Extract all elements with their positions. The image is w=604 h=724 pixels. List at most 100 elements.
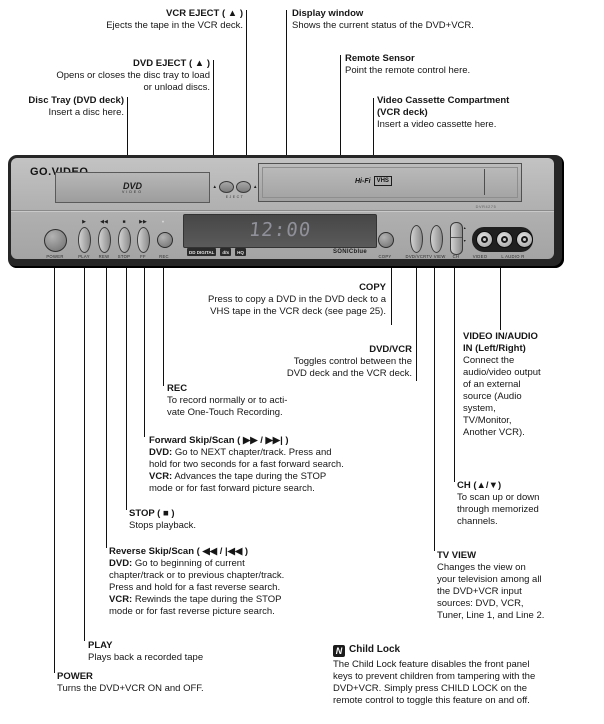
callout-stop: STOP ( ■ ) Stops playback. [129, 508, 249, 532]
clock-readout: 12:00 [247, 219, 313, 241]
rewind-button [98, 227, 111, 253]
fast-forward-symbol-icon: ▶▶ [139, 219, 147, 225]
leader-line-remote-sensor [340, 55, 341, 225]
note-body: The Child Lock feature disables the fron… [333, 659, 536, 706]
channel-down-icon: ▼ [463, 239, 467, 243]
callout-title: Display window [292, 8, 364, 19]
sonicblue-logo: SONICblue [333, 249, 368, 255]
callout-title: VCR EJECT ( ▲ ) [166, 8, 243, 19]
leader-line-disc-tray [127, 97, 128, 156]
callout-title: VIDEO IN/AUDIO IN (Left/Right) [463, 331, 538, 354]
callout-title: STOP ( ■ ) [129, 508, 175, 519]
callout-copy: COPY Press to copy a DVD in the DVD deck… [180, 282, 386, 318]
audio-right-jack [516, 231, 533, 248]
play-symbol-icon: ▶ [82, 219, 86, 225]
callout-body: Ejects the tape in the VCR deck. [106, 20, 243, 31]
callout-body: To record normally or to acti- vate One-… [167, 395, 288, 418]
note-title: Child Lock [349, 644, 401, 655]
callout-display-window: Display window Shows the current status … [292, 8, 522, 32]
copy-button-label: COPY [378, 254, 392, 259]
av-input-jacks [472, 227, 533, 252]
tv-view-button-label: TV VIEW [426, 254, 446, 259]
hq-badge: HQ [235, 248, 246, 256]
callout-title: Reverse Skip/Scan ( ◀◀ / |◀◀ ) [109, 546, 249, 557]
child-lock-note: N Child Lock The Child Lock feature disab… [333, 644, 599, 707]
note-icon: N [333, 645, 345, 657]
play-button-label: PLAY [78, 254, 90, 259]
cassette-slot-line [484, 169, 485, 195]
video-in-jack [476, 231, 493, 248]
ff-button-label: FF [140, 254, 146, 259]
callout-body: Opens or closes the disc tray to load or… [56, 70, 210, 93]
model-number: DVR4275 [475, 205, 497, 209]
leader-line-tv-view [434, 267, 435, 551]
callout-body: To scan up or down through memorized cha… [457, 492, 540, 527]
callout-body: Toggles control between the DVD deck and… [286, 356, 412, 379]
dvd-vcr-button-label: DVD/VCR [405, 254, 427, 259]
leader-line-dvd-vcr [416, 267, 417, 381]
callout-vcr-eject: VCR EJECT ( ▲ ) Ejects the tape in the V… [40, 8, 243, 32]
callout-body: Shows the current status of the DVD+VCR. [292, 20, 474, 31]
tv-view-button [430, 225, 443, 253]
callout-forward-skip: Forward Skip/Scan ( ▶▶ / ▶▶| ) DVD: Go t… [149, 435, 389, 495]
eject-label: EJECT [225, 195, 245, 199]
eject-right-arrow-icon: ▲ [253, 184, 258, 189]
callout-body: VCR: Rewinds the tape during the STOP mo… [109, 594, 282, 617]
callout-title: PLAY [88, 640, 113, 651]
callout-title: COPY [359, 282, 386, 293]
leader-line-play [84, 267, 85, 641]
callout-dvd-eject: DVD EJECT ( ▲ ) Opens or closes the disc… [20, 58, 210, 94]
callout-disc-tray: Disc Tray (DVD deck) Insert a disc here. [14, 95, 124, 119]
callout-power: POWER Turns the DVD+VCR ON and OFF. [57, 671, 237, 695]
dvd-video-logo: DVD VIDEO [122, 180, 143, 194]
callout-title: DVD EJECT ( ▲ ) [133, 58, 210, 69]
callout-body: VCR: Advances the tape during the STOP m… [149, 471, 327, 494]
callout-tv-view: TV VIEW Changes the view on your televis… [437, 550, 567, 622]
callout-body: Press to copy a DVD in the DVD deck to a… [208, 294, 386, 317]
leader-line-video-in [500, 267, 501, 330]
record-dot-icon: ● [161, 219, 165, 224]
callout-reverse-skip: Reverse Skip/Scan ( ◀◀ / |◀◀ ) DVD: Go t… [109, 546, 339, 618]
panel-seam [11, 210, 554, 211]
front-panel-face: GO.VIDEO DVD VIDEO ▲ ▲ EJECT Hi-Fi VH [11, 158, 554, 259]
audio-left-jack [496, 231, 513, 248]
callout-body: Stops playback. [129, 520, 197, 531]
audio-jack-label: L AUDIO R [501, 254, 525, 259]
leader-line-vcr-eject [246, 10, 247, 156]
vcr-eject-button [236, 181, 251, 193]
callout-title: Video Cassette Compartment (VCR deck) [377, 95, 510, 118]
power-button [44, 229, 67, 252]
stop-symbol-icon: ■ [122, 219, 126, 225]
callout-body: Plays back a recorded tape [88, 652, 204, 663]
callout-body: Point the remote control here. [345, 65, 471, 76]
video-jack-label: VIDEO [472, 254, 488, 259]
callout-video-cassette: Video Cassette Compartment (VCR deck) In… [377, 95, 567, 131]
callout-title: Remote Sensor [345, 53, 415, 64]
callout-body: Turns the DVD+VCR ON and OFF. [57, 683, 204, 694]
format-badges: DD DIGITAL dts HQ [187, 248, 246, 256]
dvd-eject-button [219, 181, 234, 193]
rewind-button-label: REW [98, 254, 110, 259]
leader-line-copy [391, 267, 392, 325]
callout-title: Forward Skip/Scan ( ▶▶ / ▶▶| ) [149, 435, 289, 446]
callout-body: Insert a disc here. [48, 107, 124, 118]
leader-line-display-window [286, 10, 287, 223]
callout-body: Connect the audio/video output of an ext… [463, 355, 541, 438]
callout-video-in: VIDEO IN/AUDIO IN (Left/Right) Connect t… [463, 331, 563, 439]
fast-forward-button [137, 227, 150, 253]
callout-title: TV VIEW [437, 550, 477, 561]
callout-body: DVD: Go to NEXT chapter/track. Press and… [149, 447, 344, 470]
channel-rocker-button [450, 222, 463, 255]
callout-dvd-vcr: DVD/VCR Toggles control between the DVD … [232, 344, 412, 380]
dvd-vcr-button [410, 225, 423, 253]
callout-play: PLAY Plays back a recorded tape [88, 640, 248, 664]
callout-remote-sensor: Remote Sensor Point the remote control h… [345, 53, 525, 77]
callout-title: DVD/VCR [369, 344, 412, 355]
eject-left-arrow-icon: ▲ [212, 184, 217, 189]
copy-button [378, 232, 394, 248]
ch-button-label: CH [452, 254, 460, 259]
stop-button-label: STOP [117, 254, 131, 259]
power-button-label: POWER [46, 254, 64, 259]
rewind-symbol-icon: ◀◀ [100, 219, 108, 225]
dvd-vcr-front-panel: GO.VIDEO DVD VIDEO ▲ ▲ EJECT Hi-Fi VH [8, 155, 564, 268]
